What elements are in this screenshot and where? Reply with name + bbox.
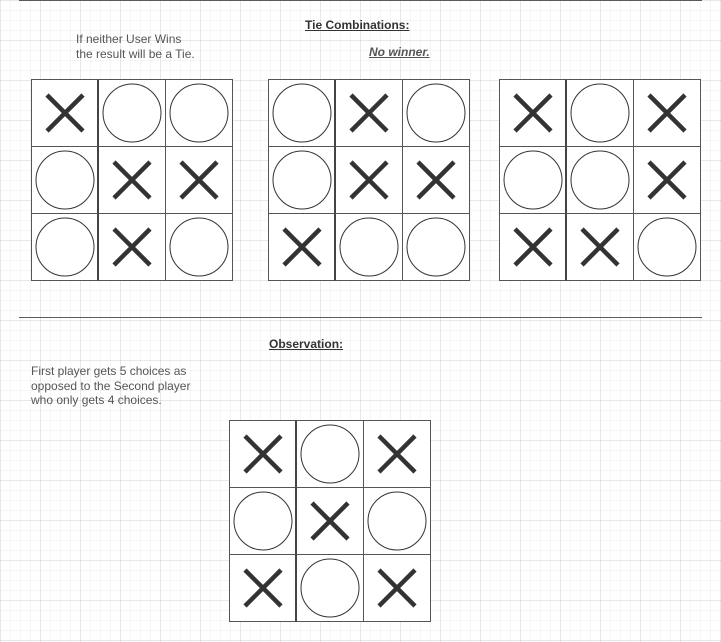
tie-note: If neither User Wins the result will be … — [76, 32, 195, 61]
board-cell — [32, 80, 99, 147]
board-cell — [230, 488, 297, 555]
o-mark-icon — [169, 217, 229, 277]
board-cell — [634, 80, 701, 147]
o-mark-icon — [272, 83, 331, 143]
o-mark-icon — [35, 217, 94, 277]
o-mark-icon — [102, 83, 162, 143]
board-cell — [403, 147, 470, 214]
board-cell — [634, 147, 701, 214]
x-mark-icon — [44, 93, 85, 133]
board-cell — [269, 214, 336, 281]
observation-heading: Observation: — [269, 337, 344, 351]
board-cell — [297, 421, 364, 488]
tie-note-line: the result will be a Tie. — [76, 46, 195, 61]
board-cell — [500, 80, 567, 147]
board-cell — [32, 214, 99, 281]
x-mark-icon — [242, 434, 283, 474]
tie-combinations-heading: Tie Combinations: — [305, 18, 410, 32]
board-cell — [567, 147, 634, 214]
board-cell — [297, 488, 364, 555]
tie-board-3 — [499, 79, 701, 281]
observation-note: First player gets 5 choices as opposed t… — [31, 364, 190, 408]
board-cell — [364, 488, 431, 555]
no-winner-subheading: No winner. — [369, 45, 430, 59]
o-mark-icon — [637, 217, 697, 277]
tie-board-2 — [268, 79, 470, 281]
board-cell — [336, 147, 403, 214]
board-cell — [269, 80, 336, 147]
o-mark-icon — [169, 83, 229, 143]
tie-board-1 — [31, 79, 233, 281]
observation-note-line: opposed to the Second player — [31, 378, 191, 393]
x-mark-icon — [310, 501, 350, 541]
x-mark-icon — [647, 93, 687, 133]
o-mark-icon — [406, 217, 466, 277]
x-mark-icon — [377, 568, 417, 608]
board-cell — [364, 421, 431, 488]
x-mark-icon — [242, 568, 283, 608]
board-cell — [567, 80, 634, 147]
x-mark-icon — [512, 227, 553, 267]
observation-note-line: First player gets 5 choices as — [31, 364, 187, 378]
board-cell — [500, 214, 567, 281]
board-cell — [99, 214, 166, 281]
o-mark-icon — [35, 150, 94, 210]
board-cell — [166, 80, 233, 147]
x-mark-icon — [580, 227, 620, 267]
tie-note-line: If neither User Wins — [76, 32, 182, 46]
board-cell — [567, 214, 634, 281]
board-cell — [297, 555, 364, 622]
o-mark-icon — [406, 83, 466, 143]
x-mark-icon — [112, 160, 152, 200]
o-mark-icon — [570, 83, 630, 143]
board-cell — [364, 555, 431, 622]
board-cell — [336, 80, 403, 147]
board-cell — [634, 214, 701, 281]
x-mark-icon — [281, 227, 322, 267]
x-mark-icon — [416, 160, 456, 200]
x-mark-icon — [179, 160, 219, 200]
o-mark-icon — [233, 491, 292, 551]
board-cell — [99, 147, 166, 214]
section-divider — [19, 317, 702, 318]
observation-note-line: who only gets 4 choices. — [31, 393, 162, 407]
x-mark-icon — [512, 93, 553, 133]
board-cell — [336, 214, 403, 281]
board-cell — [99, 80, 166, 147]
board-cell — [269, 147, 336, 214]
board-cell — [403, 214, 470, 281]
o-mark-icon — [367, 491, 427, 551]
o-mark-icon — [300, 424, 360, 484]
board-cell — [166, 214, 233, 281]
o-mark-icon — [570, 150, 630, 210]
x-mark-icon — [349, 93, 389, 133]
x-mark-icon — [377, 434, 417, 474]
top-divider — [19, 0, 702, 1]
board-cell — [166, 147, 233, 214]
board-cell — [32, 147, 99, 214]
board-cell — [230, 421, 297, 488]
x-mark-icon — [112, 227, 152, 267]
o-mark-icon — [503, 150, 562, 210]
x-mark-icon — [349, 160, 389, 200]
o-mark-icon — [272, 150, 331, 210]
observation-board — [229, 420, 431, 622]
x-mark-icon — [647, 160, 687, 200]
o-mark-icon — [300, 558, 360, 618]
board-cell — [500, 147, 567, 214]
o-mark-icon — [339, 217, 399, 277]
board-cell — [403, 80, 470, 147]
board-cell — [230, 555, 297, 622]
